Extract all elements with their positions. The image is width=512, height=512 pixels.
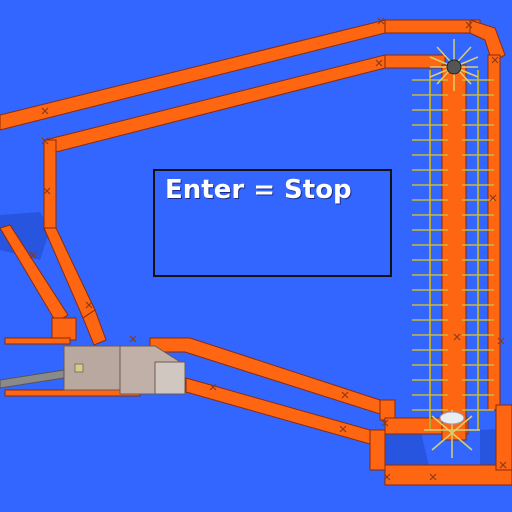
grinder-machine	[0, 345, 186, 395]
rivet-markers	[29, 17, 507, 481]
pipe-network	[0, 19, 512, 486]
bottom-gear	[424, 410, 480, 458]
top-gear	[429, 39, 479, 91]
chain-elevator	[412, 70, 494, 430]
message-panel: Enter = Stop	[153, 169, 392, 277]
message-text: Enter = Stop	[165, 175, 352, 205]
